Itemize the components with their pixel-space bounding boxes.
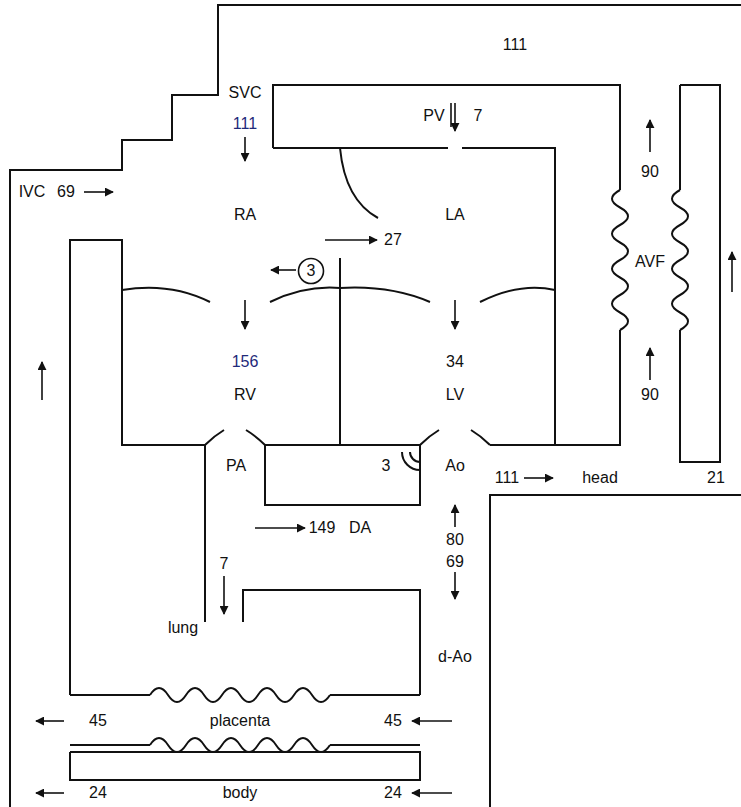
- vessel-wall: [70, 744, 150, 746]
- vessel-contour: [122, 288, 210, 302]
- flow-label: 24: [384, 784, 402, 802]
- vessel-wall: [462, 148, 555, 445]
- flow-label: lung: [168, 619, 198, 637]
- flow-arrow: [649, 120, 651, 152]
- vessel-contour: [340, 288, 430, 302]
- flow-arrow: [412, 720, 452, 722]
- flow-arrow: [84, 191, 113, 193]
- flow-label: 7: [220, 555, 229, 573]
- vessel-contour: [420, 430, 439, 445]
- flow-arrow: [36, 720, 64, 722]
- flow-label: 3: [382, 457, 391, 475]
- flow-arrow: [454, 572, 456, 599]
- flow-arrow: [255, 527, 305, 529]
- flow-number: 3: [297, 262, 325, 280]
- vessel-wall: [273, 147, 448, 149]
- vessel-wall: [243, 590, 420, 695]
- flow-arrow: [454, 103, 456, 131]
- flow-label: AVF: [635, 253, 665, 271]
- vessel-contour: [205, 430, 224, 445]
- flow-label: head: [582, 469, 618, 487]
- flow-arrow: [454, 300, 456, 329]
- flow-arrow: [454, 505, 456, 527]
- flow-label: 149: [309, 519, 336, 537]
- flow-label: RV: [234, 386, 256, 404]
- vessel-wall: [10, 5, 741, 807]
- flow-label: 24: [89, 784, 107, 802]
- flow-label: 69: [446, 553, 464, 571]
- flow-arrow: [649, 348, 651, 380]
- vessel-wall: [265, 445, 420, 505]
- vessel-contour: [340, 148, 378, 218]
- flow-label: body: [223, 784, 258, 802]
- vessel-wall: [70, 694, 150, 696]
- flow-label: Ao: [445, 457, 465, 475]
- flow-arrow: [731, 252, 733, 292]
- flow-label: 7: [474, 107, 483, 125]
- vessel-wall: [339, 258, 341, 445]
- flow-label: 27: [384, 231, 402, 249]
- flow-label: 21: [707, 469, 725, 487]
- flow-arrow: [412, 792, 452, 794]
- flow-label: d-Ao: [438, 648, 472, 666]
- flow-label: PV: [423, 107, 444, 125]
- vessel-contour: [471, 430, 490, 445]
- flow-label: DA: [349, 519, 371, 537]
- flow-label: PA: [226, 457, 246, 475]
- vessel-wall: [273, 85, 620, 190]
- vessel-contour: [480, 288, 555, 302]
- flow-arrow: [244, 137, 246, 161]
- vessel-wall: [679, 85, 681, 190]
- flow-label: 111: [495, 469, 519, 487]
- flow-label: placenta: [210, 712, 271, 730]
- flow-label: RA: [234, 206, 256, 224]
- vessel-contour: [410, 452, 420, 462]
- flow-arrow: [41, 362, 43, 400]
- vessel-contour: [612, 190, 628, 330]
- vessel-contour: [672, 190, 688, 330]
- flow-label: 111: [503, 36, 527, 54]
- flow-arrow: [325, 239, 377, 241]
- flow-arrow: [36, 792, 64, 794]
- flow-label: 90: [641, 386, 659, 404]
- flow-label: SVC: [229, 84, 262, 102]
- vessel-wall: [70, 752, 420, 780]
- vessel-contour: [150, 688, 330, 702]
- flow-label: IVC: [19, 183, 46, 201]
- flow-label: 111: [233, 115, 257, 133]
- vessel-wall: [490, 495, 741, 807]
- flow-arrow: [223, 576, 225, 614]
- vessel-contour: [402, 452, 420, 470]
- shunt-circle: 3: [297, 257, 325, 285]
- vessel-wall: [680, 85, 720, 462]
- flow-label: LV: [446, 386, 464, 404]
- flow-arrow: [271, 269, 296, 271]
- vessel-contour: [150, 738, 330, 752]
- flow-label: 69: [57, 183, 75, 201]
- vessel-wall: [330, 694, 420, 696]
- vessel-contour: [270, 288, 340, 302]
- flow-arrow: [450, 103, 452, 127]
- flow-arrow: [524, 477, 553, 479]
- flow-label: 156: [232, 353, 259, 371]
- flow-label: 80: [446, 531, 464, 549]
- vessel-contour: [246, 430, 265, 445]
- vessel-wall: [70, 240, 205, 695]
- flow-label: 45: [89, 712, 107, 730]
- flow-label: LA: [445, 206, 465, 224]
- flow-label: 45: [384, 712, 402, 730]
- flow-label: 90: [641, 163, 659, 181]
- flow-label: 34: [446, 353, 464, 371]
- vessel-wall: [330, 744, 420, 746]
- flow-arrow: [244, 300, 246, 329]
